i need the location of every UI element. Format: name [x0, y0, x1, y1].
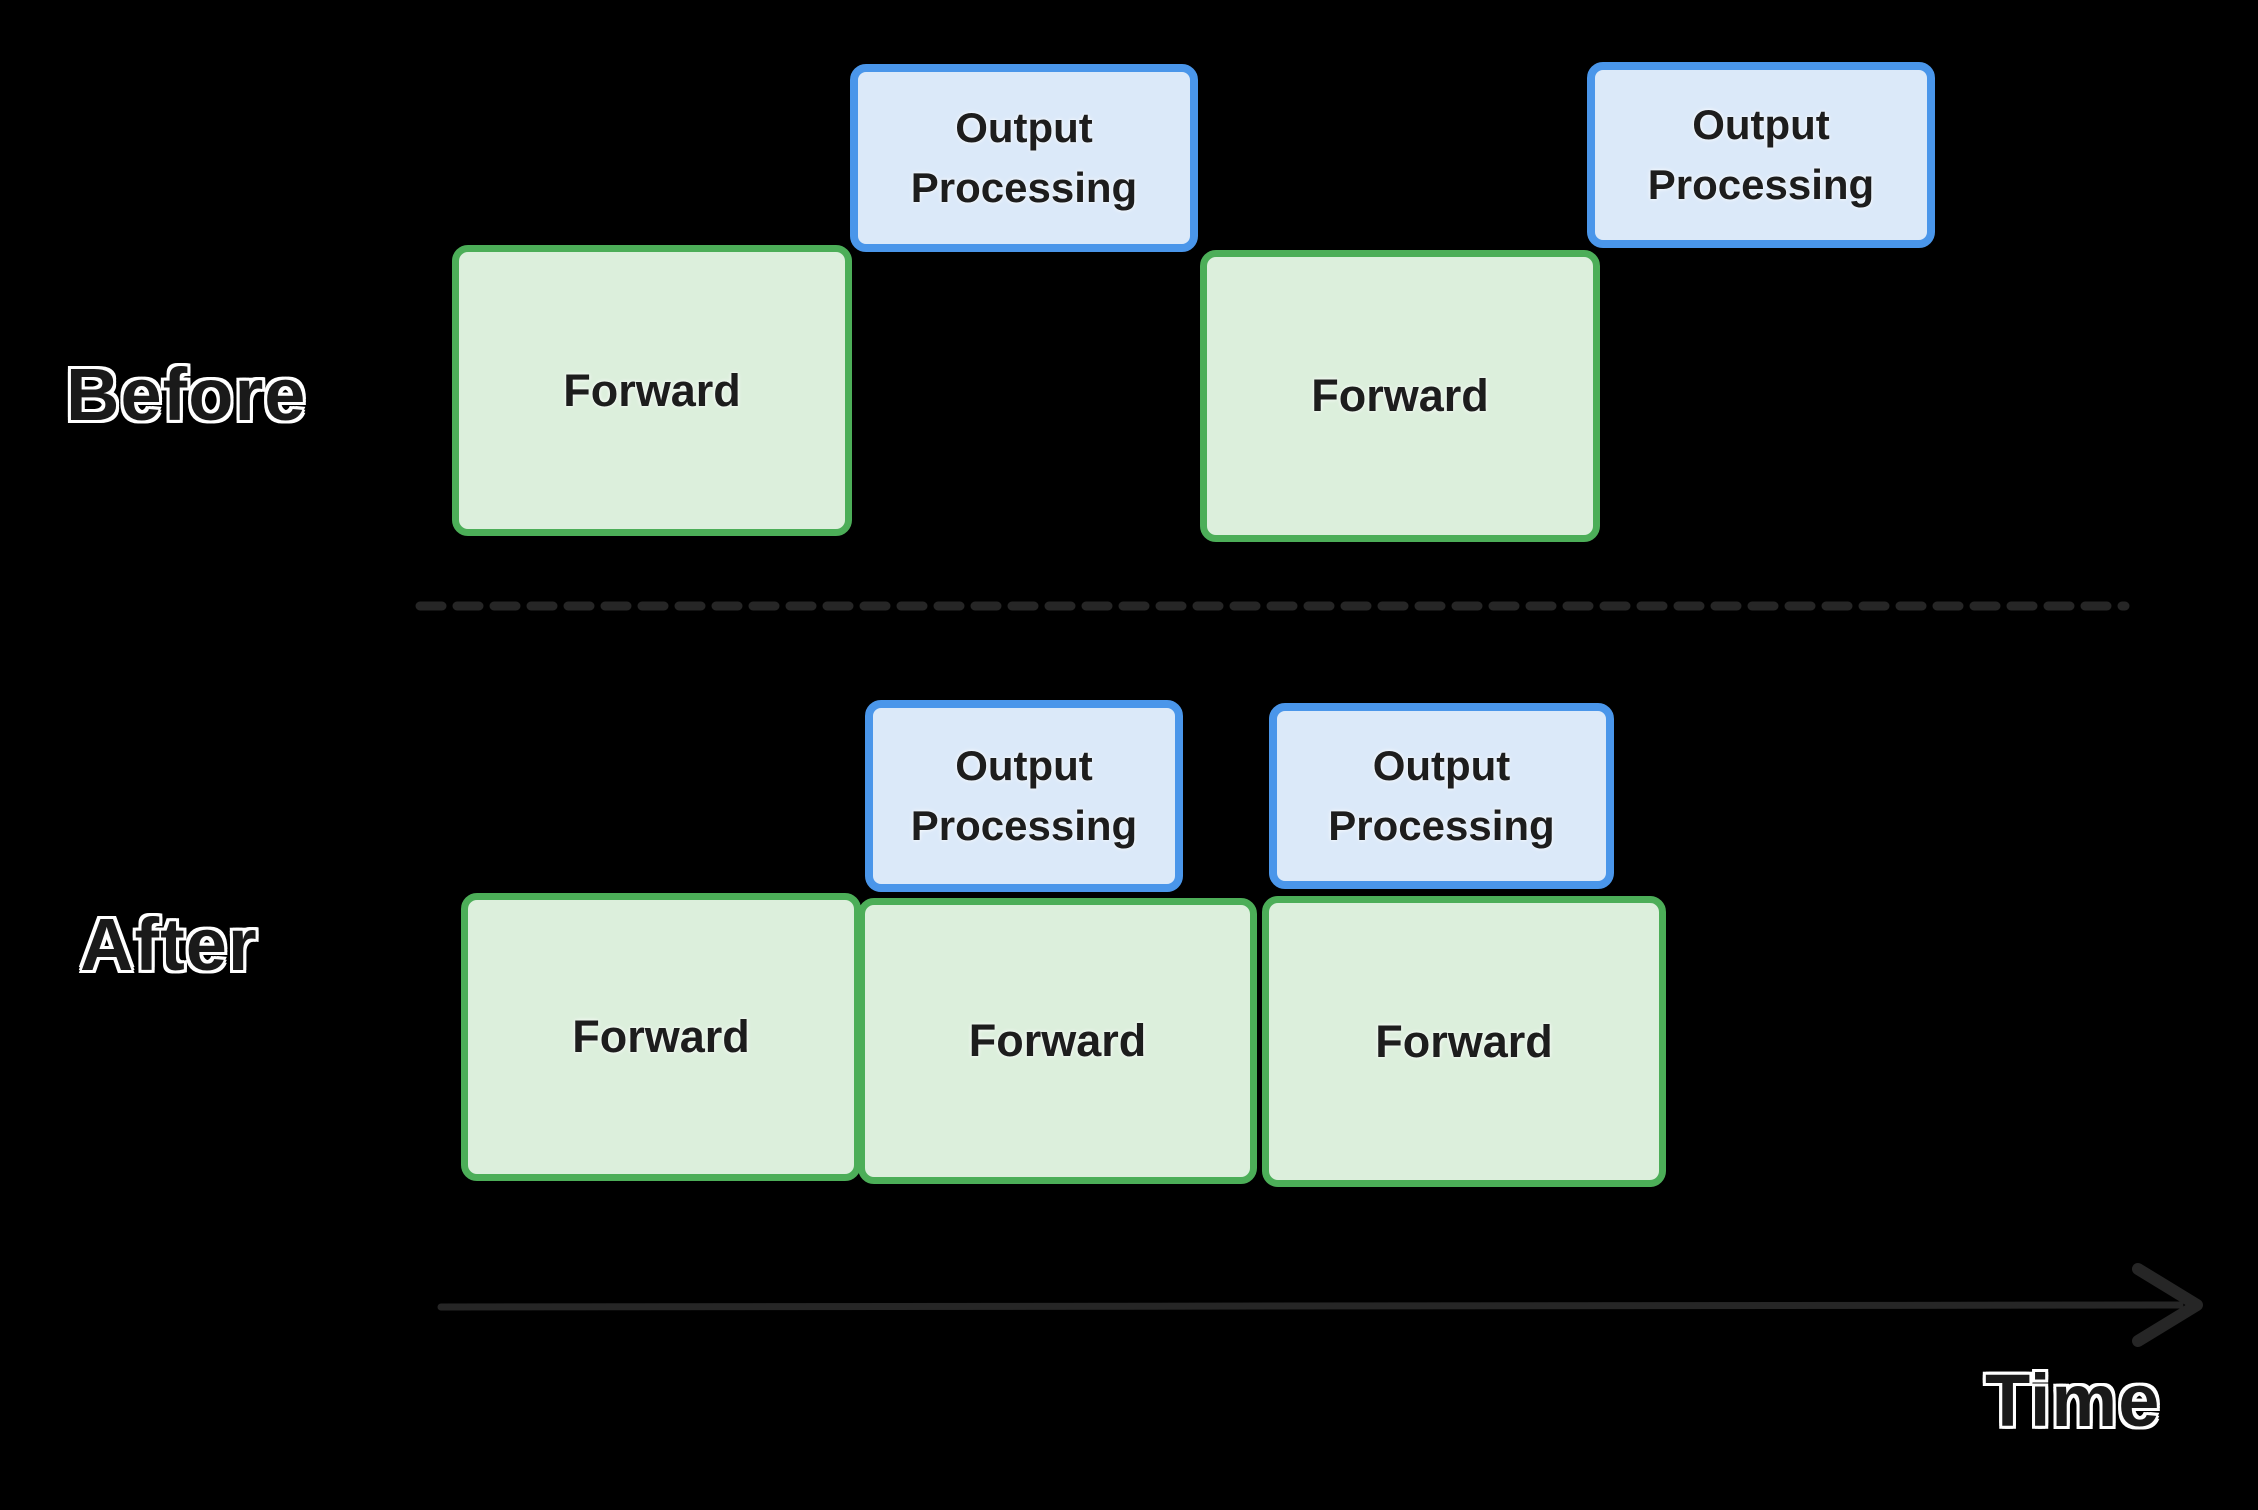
forward-box-label: Forward [1311, 370, 1489, 421]
time-label: Time [1985, 1359, 2161, 1442]
after-label: After [80, 903, 258, 986]
before-output-processing-box-2: Output Processing [1587, 62, 1935, 248]
before-label: Before [66, 353, 307, 436]
after-forward-box-2: Forward [858, 898, 1257, 1184]
output-processing-box-label: Output Processing [910, 742, 1138, 849]
before-forward-box-1: Forward [452, 245, 852, 536]
time-axis-arrow [437, 1263, 2203, 1347]
output-processing-box-label: Output Processing [1647, 101, 1875, 208]
arrowhead-icon [2132, 1263, 2203, 1347]
forward-box-label: Forward [572, 1011, 750, 1062]
after-forward-box-3: Forward [1262, 896, 1666, 1187]
after-output-processing-box-2: Output Processing [1269, 703, 1614, 889]
before-forward-box-2: Forward [1200, 250, 1600, 542]
output-processing-box-label: Output Processing [1328, 742, 1555, 849]
forward-box-label: Forward [1375, 1015, 1553, 1067]
output-processing-box-label: Output Processing [910, 104, 1138, 211]
after-forward-box-1: Forward [461, 893, 861, 1181]
after-output-processing-box-1: Output Processing [865, 700, 1183, 892]
forward-box-label: Forward [563, 364, 741, 416]
before-output-processing-box-1: Output Processing [850, 64, 1198, 252]
forward-box-label: Forward [968, 1015, 1147, 1066]
